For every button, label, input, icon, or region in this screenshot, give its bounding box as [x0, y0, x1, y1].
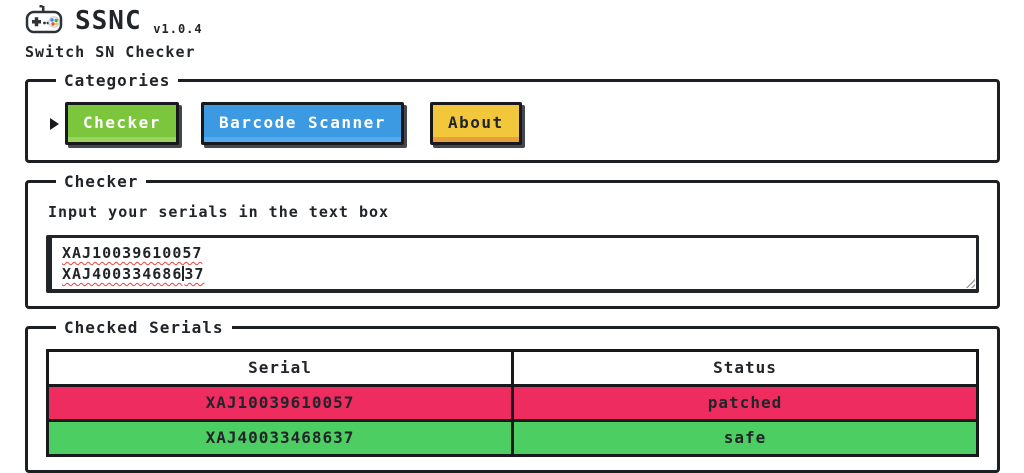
checker-instruction: Input your serials in the text box [48, 203, 390, 221]
selected-tab-cursor-icon [50, 117, 59, 130]
serial-cell: XAJ10039610057 [46, 384, 514, 422]
app-title: SSNC [75, 6, 142, 36]
textarea-resize-handle[interactable] [964, 277, 975, 288]
app-subtitle: Switch SN Checker [25, 43, 196, 61]
textarea-line-1: XAJ10039610057 [62, 244, 203, 262]
checker-legend: Checker [64, 172, 139, 191]
checked-serials-section: Checked Serials Serial Status XAJ1003961… [25, 318, 1000, 473]
checked-serials-legend: Checked Serials [64, 318, 224, 337]
column-header-serial: Serial [46, 349, 514, 387]
app-header: SSNC v1.0.4 Switch SN Checker [25, 4, 1000, 61]
table-row-patched: XAJ10039610057 patched [46, 384, 979, 422]
column-header-status: Status [511, 349, 979, 387]
tab-about-button[interactable]: About [429, 102, 522, 145]
categories-section: Categories Checker Barcode Scanner About [25, 71, 1000, 163]
tab-barcode-scanner-button[interactable]: Barcode Scanner [200, 102, 404, 145]
table-header-row: Serial Status [46, 349, 979, 387]
table-row-safe: XAJ40033468637 safe [46, 419, 979, 457]
checker-section: Checker Input your serials in the text b… [25, 172, 1000, 309]
status-cell: safe [511, 419, 979, 457]
tab-checker-button[interactable]: Checker [65, 102, 179, 145]
gamepad-icon [25, 5, 63, 37]
app-version: v1.0.4 [153, 22, 203, 36]
checked-serials-table: Serial Status XAJ10039610057 patched XAJ… [46, 349, 979, 457]
status-cell: patched [511, 384, 979, 422]
serial-cell: XAJ40033468637 [46, 419, 514, 457]
text-caret [182, 266, 185, 281]
categories-legend: Categories [64, 71, 171, 90]
